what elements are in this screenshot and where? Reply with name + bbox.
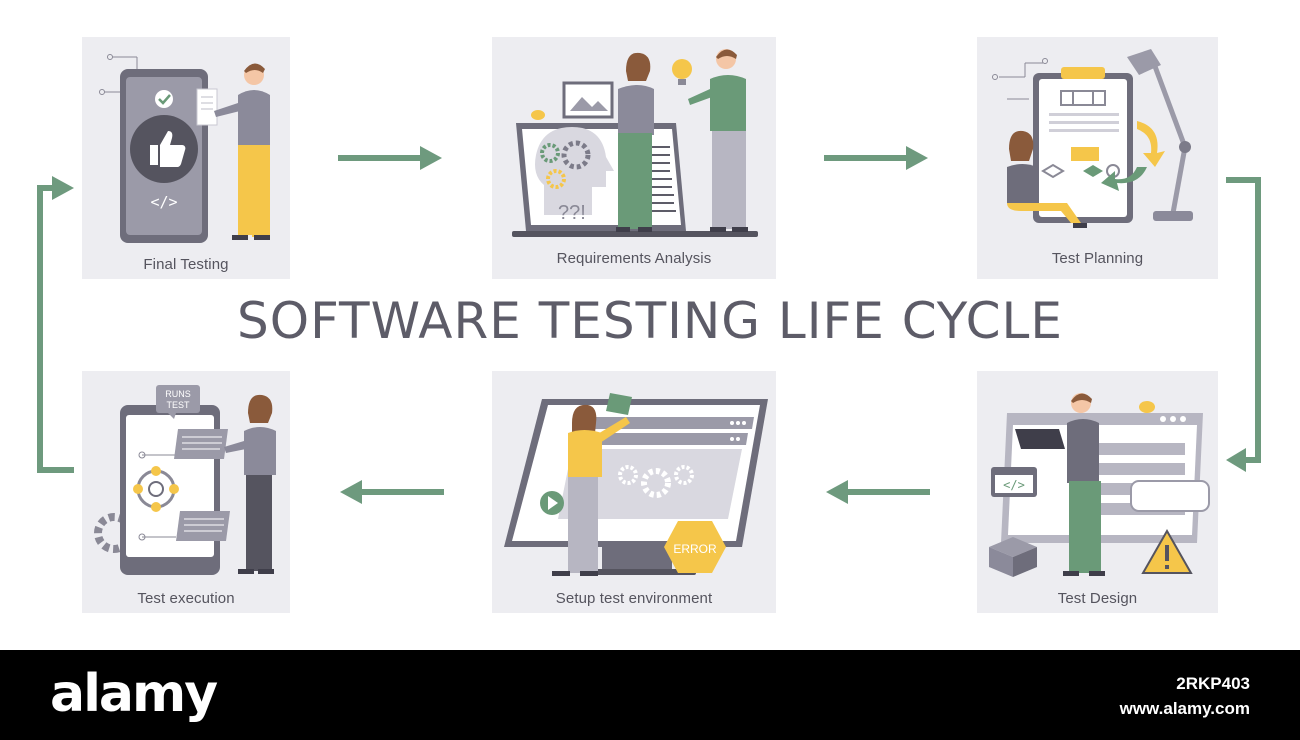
stage-label-setup-test-environment: Setup test environment <box>555 590 713 607</box>
card-test-design: </> Test Design <box>977 371 1218 613</box>
stage-label-final-testing: Final Testing <box>143 256 229 273</box>
runs-test-text-2: TEST <box>166 400 190 410</box>
arrow-requirements-to-planning <box>824 146 928 170</box>
diagram-canvas: </> Final Testing ??! <box>37 37 1261 613</box>
stage-label-requirements-analysis: Requirements Analysis <box>556 250 712 267</box>
diagram-title: SOFTWARE TESTING LIFE CYCLE <box>237 292 1063 350</box>
card-final-testing: </> Final Testing <box>82 37 290 279</box>
brand-logo: alamy <box>50 664 218 724</box>
code-tag-text: </> <box>1003 478 1025 492</box>
arrow-setup-to-execution <box>340 480 444 504</box>
test-execution-illustration: RUNS TEST <box>94 385 276 575</box>
arrow-planning-to-design <box>1226 177 1261 472</box>
code-tag-text: </> <box>150 193 177 211</box>
error-text: ERROR <box>673 542 717 556</box>
arrow-final-to-requirements <box>338 146 442 170</box>
requirements-analysis-illustration: ??! <box>512 49 758 237</box>
stage-label-test-design: Test Design <box>1057 590 1138 607</box>
source-url: www.alamy.com <box>1119 699 1250 718</box>
image-id: 2RKP403 <box>1176 674 1250 693</box>
arrow-execution-to-final <box>37 176 74 473</box>
card-test-planning: Test Planning <box>977 37 1218 279</box>
card-requirements-analysis: ??! <box>492 37 776 279</box>
runs-test-text-1: RUNS <box>165 389 191 399</box>
stage-label-test-execution: Test execution <box>137 590 235 607</box>
test-design-illustration: </> <box>989 393 1210 577</box>
card-test-execution: RUNS TEST Test execution <box>82 371 290 613</box>
test-planning-illustration <box>992 49 1193 228</box>
final-testing-illustration: </> <box>99 54 270 243</box>
question-marks-text: ??! <box>558 202 586 224</box>
card-setup-test-environment: ERROR Setup test environment <box>492 371 776 613</box>
setup-test-environment-illustration: ERROR <box>504 393 768 576</box>
stage-label-test-planning: Test Planning <box>1051 250 1144 267</box>
arrow-design-to-setup <box>826 480 930 504</box>
watermark-footer <box>0 650 1300 740</box>
